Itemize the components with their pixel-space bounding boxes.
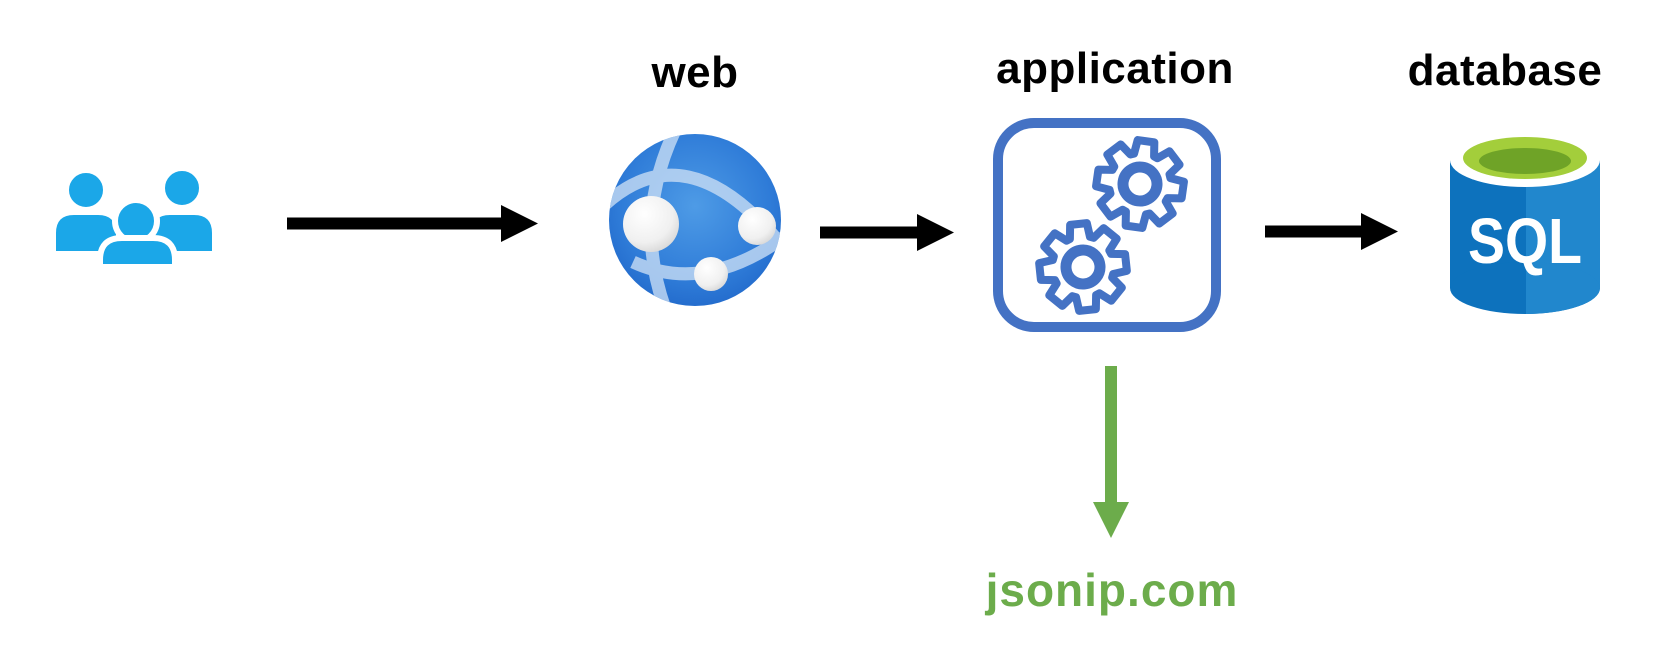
arrow-users-to-web <box>287 205 538 242</box>
application-box-border <box>993 118 1221 332</box>
users-icon-shapes <box>52 167 216 268</box>
jsonip-label: jsonip.com <box>985 564 1239 616</box>
sql-text: SQL <box>1468 205 1582 277</box>
gears-box-icon <box>993 118 1221 332</box>
gear-bottom <box>1035 219 1131 315</box>
arrow-head <box>917 214 954 251</box>
arrow-web-to-application <box>820 214 954 251</box>
database-label: database <box>1407 46 1603 95</box>
sql-database-icon: SQL <box>1450 133 1600 314</box>
arrow-application-to-jsonip <box>1093 366 1129 538</box>
globe-node-right <box>738 207 776 245</box>
application-label: application <box>996 44 1234 93</box>
arrow-head <box>501 205 538 242</box>
arrow-application-to-database <box>1265 213 1398 250</box>
gear-top <box>1092 136 1188 232</box>
app-service-globe-icon <box>609 134 781 306</box>
arrow-head <box>1093 502 1129 538</box>
globe-node-bottom <box>694 257 728 291</box>
globe-node-large <box>623 196 679 252</box>
sql-top-inner <box>1479 148 1571 174</box>
arrow-head <box>1361 213 1398 250</box>
web-label: web <box>651 48 739 97</box>
users-icon <box>52 167 216 268</box>
